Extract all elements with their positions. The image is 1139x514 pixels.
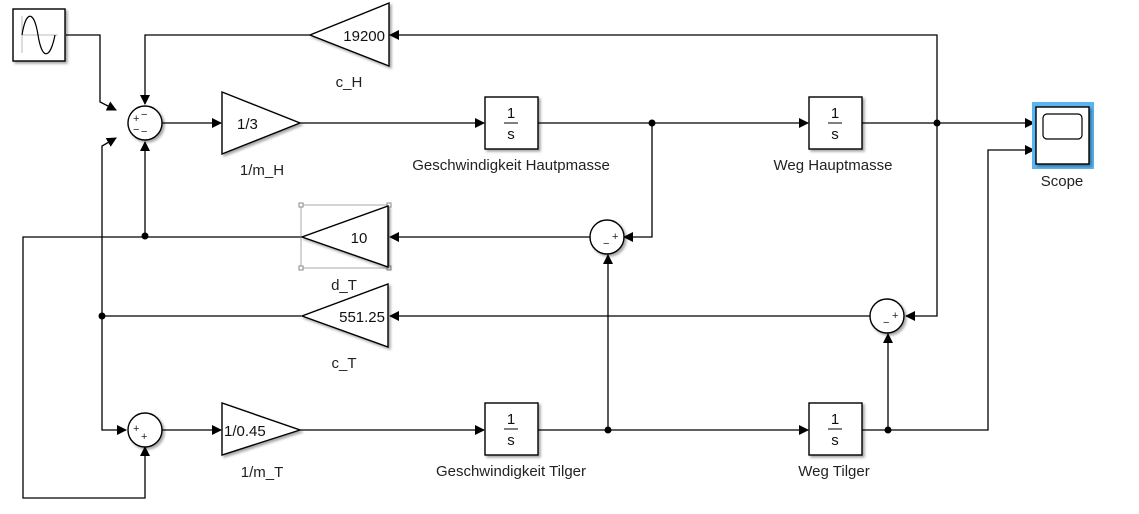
svg-text:−: − — [883, 317, 889, 329]
sum-block-stiffness[interactable]: + − — [869, 298, 905, 334]
resize-handle[interactable] — [298, 265, 304, 271]
gain-label: 1/m_T — [241, 464, 284, 481]
branch-points — [98, 119, 941, 434]
svg-text:−: − — [133, 124, 139, 136]
wire-vH-to-dsum[interactable] — [623, 123, 653, 242]
sum-block-damping[interactable]: + − — [589, 219, 625, 255]
gain-block-cT[interactable]: 551.25 c_T — [299, 282, 389, 372]
svg-text:−: − — [603, 238, 609, 250]
svg-text:+: + — [892, 310, 898, 322]
svg-text:+: + — [612, 231, 618, 243]
sine-wave-icon — [21, 15, 58, 55]
wire-dT-out[interactable] — [22, 236, 301, 499]
wire-cT-out[interactable] — [101, 315, 301, 435]
integrator-block-vT[interactable]: 1 s Geschwindigkeit Tilger — [436, 402, 586, 480]
svg-text:+: + — [133, 423, 139, 435]
scope-block[interactable]: Scope — [1032, 102, 1094, 190]
branch-point — [141, 232, 149, 240]
integrator-block-xT[interactable]: 1 s Weg Tilger — [798, 402, 870, 480]
sum-block-main[interactable]: + − − − — [127, 105, 163, 141]
gain-block-cH[interactable]: 19200 c_H — [308, 1, 390, 91]
signal-lines — [22, 30, 1035, 499]
selection-box — [300, 204, 390, 269]
integrator-denominator: s — [831, 432, 839, 449]
sum-block-tilger[interactable]: + + — [127, 412, 163, 448]
svg-text:−: − — [141, 109, 147, 121]
wire-xH-to-csum[interactable] — [905, 123, 938, 321]
gain-block-mT[interactable]: 1/0.45 1/m_T — [221, 402, 303, 481]
gain-block-dT[interactable]: 10 d_T — [298, 202, 392, 294]
gain-value: 10 — [351, 230, 368, 247]
gain-block-mH[interactable]: 1/3 1/m_H — [221, 90, 302, 179]
scope-label: Scope — [1041, 173, 1084, 190]
sine-wave-block[interactable] — [12, 8, 66, 62]
integrator-block-vH[interactable]: 1 s Geschwindigkeit Hautpmasse — [412, 96, 610, 174]
gain-value: 551.25 — [339, 309, 385, 326]
integrator-label: Weg Hauptmasse — [774, 157, 893, 174]
gain-value: 1/0.45 — [224, 423, 266, 440]
branch-point — [98, 312, 106, 320]
gain-label: 1/m_H — [240, 162, 284, 179]
integrator-denominator: s — [507, 126, 515, 143]
branch-point — [648, 119, 656, 127]
resize-handle[interactable] — [386, 265, 392, 271]
gain-value: 19200 — [343, 28, 385, 45]
svg-text:+: + — [133, 113, 139, 125]
svg-text:−: − — [141, 126, 147, 138]
wire-cT-to-sum[interactable] — [101, 137, 117, 316]
integrator-numerator: 1 — [831, 105, 839, 122]
gain-label: d_T — [331, 277, 357, 294]
integrator-denominator: s — [831, 126, 839, 143]
resize-handle[interactable] — [386, 202, 392, 208]
branch-point — [933, 119, 941, 127]
wire-xT-to-scope[interactable] — [862, 145, 1035, 431]
integrator-numerator: 1 — [507, 105, 515, 122]
gain-label: c_H — [336, 74, 363, 91]
integrator-label: Geschwindigkeit Tilger — [436, 463, 586, 480]
integrator-denominator: s — [507, 432, 515, 449]
wire-xH-to-cH[interactable] — [389, 30, 938, 123]
integrator-label: Geschwindigkeit Hautpmasse — [412, 157, 610, 174]
integrator-block-xH[interactable]: 1 s Weg Hauptmasse — [774, 96, 893, 174]
gain-label: c_T — [331, 355, 356, 372]
wire-cH-to-sum[interactable] — [140, 34, 310, 105]
branch-point — [884, 426, 892, 434]
wire-sine-to-sum[interactable] — [66, 34, 117, 111]
integrator-numerator: 1 — [831, 411, 839, 428]
resize-handle[interactable] — [298, 202, 304, 208]
gain-value: 1/3 — [237, 116, 258, 133]
branch-point — [604, 426, 612, 434]
svg-text:+: + — [141, 431, 147, 443]
integrator-numerator: 1 — [507, 411, 515, 428]
scope-screen-icon — [1042, 113, 1083, 140]
integrator-label: Weg Tilger — [798, 463, 869, 480]
